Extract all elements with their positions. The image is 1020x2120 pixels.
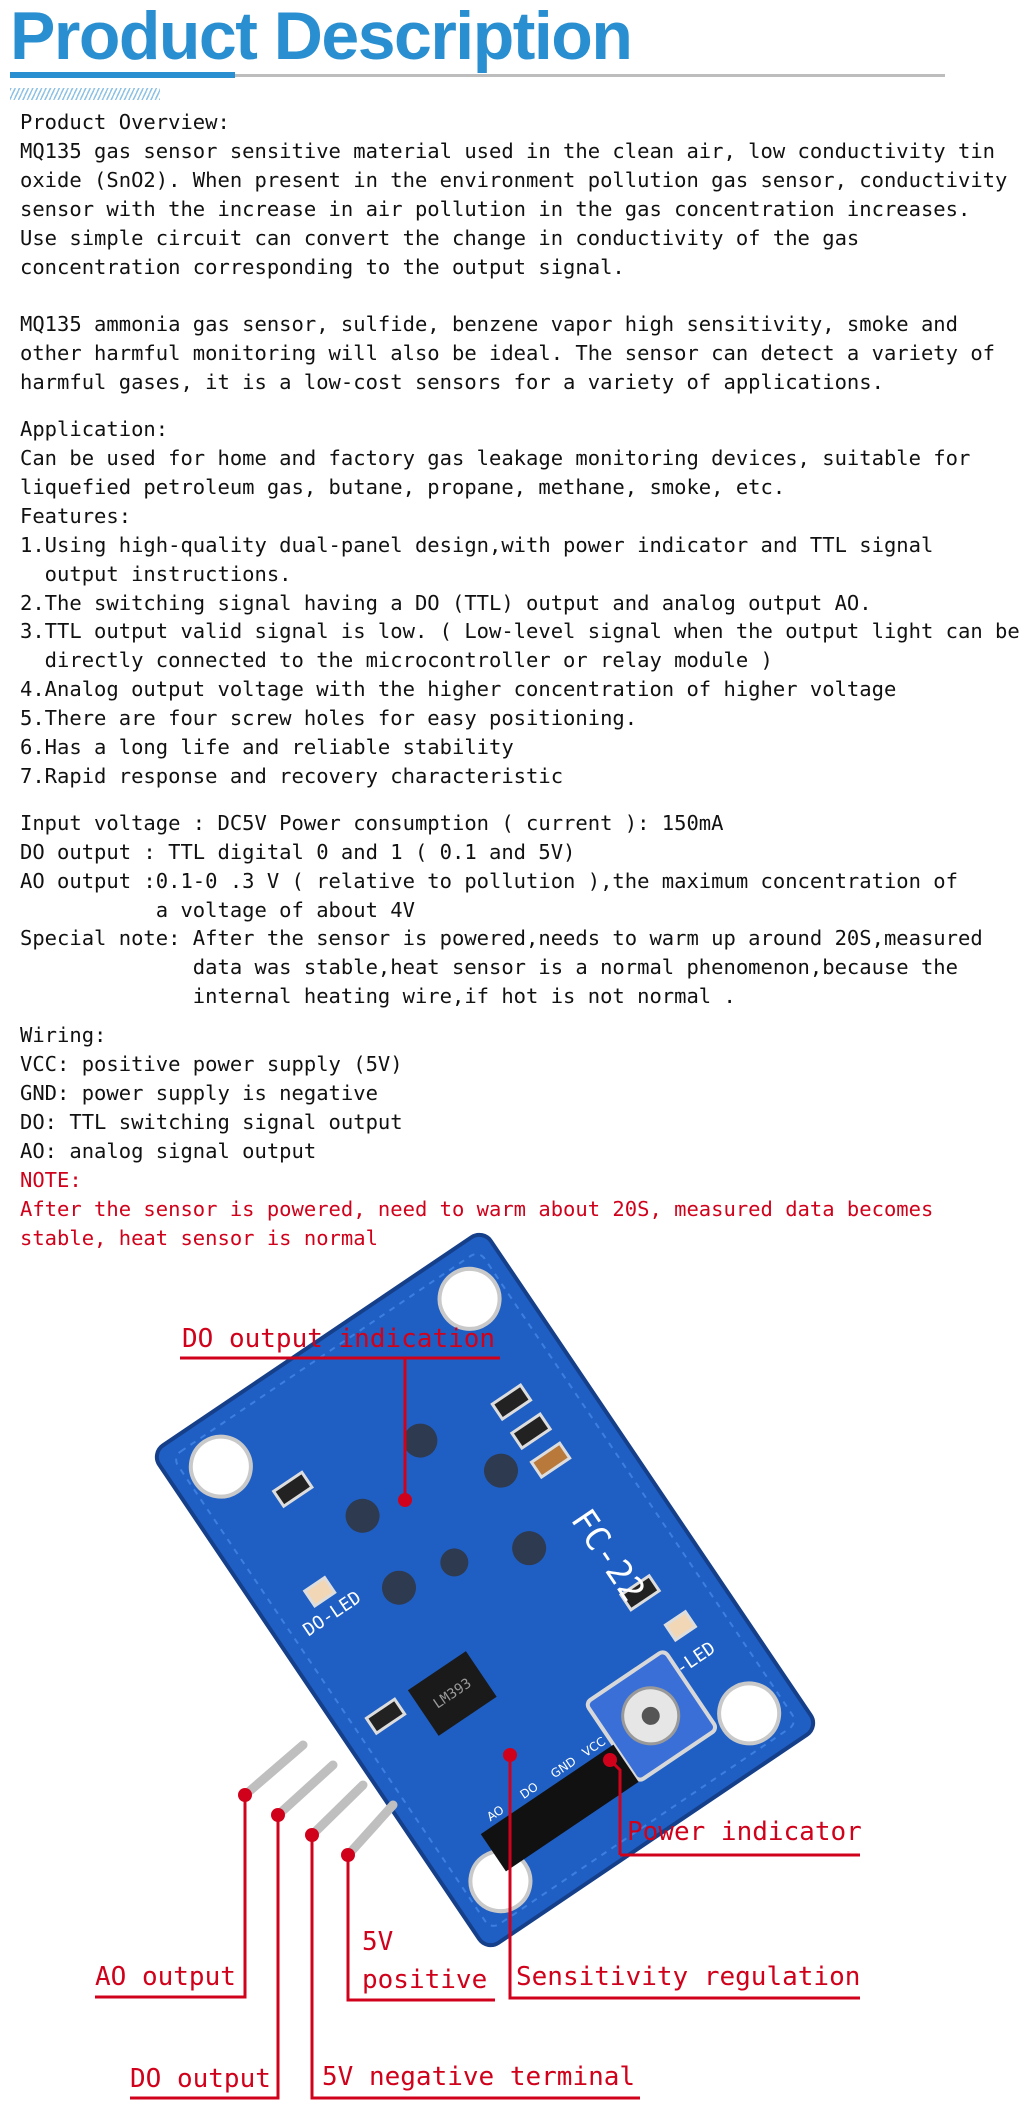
application-line: liquefied petroleum gas, butane, propane… xyxy=(20,474,786,499)
sensor-pad xyxy=(345,1498,380,1533)
blank-line xyxy=(20,281,995,310)
feature-line: 4.Analog output voltage with the higher … xyxy=(20,677,897,702)
overview-line: oxide (SnO2). When present in the enviro… xyxy=(20,167,1008,192)
sensor-pad xyxy=(440,1548,469,1577)
spec-line: Input voltage : DC5V Power consumption (… xyxy=(20,810,724,835)
wiring-heading: Wiring: xyxy=(20,1023,107,1048)
feature-line: directly connected to the microcontrolle… xyxy=(20,648,773,673)
wiring-line: DO: TTL switching signal output xyxy=(20,1109,403,1134)
spec-line: data was stable,heat sensor is a normal … xyxy=(20,955,958,980)
feature-line: 5.There are four screw holes for easy po… xyxy=(20,706,638,731)
header-pins xyxy=(240,1740,398,1860)
overview-line: MQ135 ammonia gas sensor, sulfide, benze… xyxy=(20,312,958,337)
mounting-hole xyxy=(717,1681,782,1746)
wiring-line: VCC: positive power supply (5V) xyxy=(20,1052,403,1077)
smd-resistor xyxy=(364,1697,407,1736)
page-title: Product Description xyxy=(10,0,633,74)
comparator-chip xyxy=(407,1651,497,1736)
decorative-hatch xyxy=(10,88,160,100)
callout-sensitivity xyxy=(508,1755,860,2000)
callout-lines xyxy=(95,1356,860,2100)
sensor-pad xyxy=(403,1423,438,1458)
callout-5v-pos xyxy=(346,1855,495,2002)
sensor-module-diagram: LM393 DO-LED PWR-LED FC-22 AO DO GND VCC xyxy=(95,1232,862,2100)
dot-vcc xyxy=(341,1848,355,1862)
smd-capacitor xyxy=(529,1441,572,1480)
smd-resistor xyxy=(271,1470,315,1509)
label-power-indicator: Power indicator xyxy=(627,1817,862,1847)
label-sensitivity: Sensitivity regulation xyxy=(516,1962,860,1992)
overview-line: other harmful monitoring will also be id… xyxy=(20,341,996,366)
title-accent-bar xyxy=(10,72,235,78)
spec-line: internal heating wire,if hot is not norm… xyxy=(20,984,736,1009)
smd-resistor xyxy=(509,1412,553,1451)
feature-line: 6.Has a long life and reliable stability xyxy=(20,735,514,760)
feature-line: 7.Rapid response and recovery characteri… xyxy=(20,763,564,788)
callout-do-out xyxy=(130,1815,280,2100)
note-line: After the sensor is powered, need to war… xyxy=(20,1196,934,1221)
pin-gnd xyxy=(307,1780,368,1840)
dot-do-indication xyxy=(398,1493,412,1507)
dot-sensitivity xyxy=(503,1748,517,1762)
callout-ao xyxy=(95,1795,247,1999)
sensor-pad xyxy=(512,1531,547,1566)
do-led xyxy=(302,1575,337,1608)
pin-do xyxy=(273,1760,338,1820)
callout-dots xyxy=(238,1493,617,1862)
dot-ao xyxy=(238,1788,252,1802)
pin-header xyxy=(480,1744,639,1872)
label-5v-negative: 5V negative terminal xyxy=(322,2062,635,2092)
overview-line: MQ135 gas sensor sensitive material used… xyxy=(20,138,996,163)
description-text: Product Overview: MQ135 gas sensor sensi… xyxy=(20,108,1020,1252)
wiring-line: GND: power supply is negative xyxy=(20,1081,378,1105)
title-underline xyxy=(10,74,945,77)
overview-line: Use simple circuit can convert the chang… xyxy=(20,225,860,250)
feature-line: output instructions. xyxy=(20,561,292,586)
label-5v: 5V xyxy=(362,1927,393,1957)
feature-line: 3.TTL output valid signal is low. ( Low-… xyxy=(20,619,1020,644)
spec-line: DO output : TTL digital 0 and 1 ( 0.1 an… xyxy=(20,839,576,864)
pcb-texture xyxy=(175,1253,795,1927)
feature-line: 2.The switching signal having a DO (TTL)… xyxy=(20,590,872,615)
feature-line: 1.Using high-quality dual-panel design,w… xyxy=(20,532,934,557)
pin-vcc xyxy=(343,1800,398,1860)
application-heading: Application: xyxy=(20,417,169,442)
wiring-line: AO: analog signal output xyxy=(20,1138,317,1163)
dot-gnd xyxy=(305,1828,319,1842)
features-heading: Features: xyxy=(20,503,132,528)
sensor-board: LM393 DO-LED PWR-LED FC-22 AO DO GND VCC xyxy=(154,1232,816,1948)
overview-line: concentration corresponding to the outpu… xyxy=(20,254,625,279)
smd-resistor xyxy=(490,1383,533,1422)
label-do-output: DO output xyxy=(130,2064,271,2094)
overview-line: harmful gases, it is a low-cost sensors … xyxy=(20,370,884,395)
label-positive: positive xyxy=(362,1965,487,1995)
spec-line: AO output :0.1-0 .3 V ( relative to poll… xyxy=(20,868,958,893)
note-line: stable, heat sensor is normal xyxy=(20,1225,378,1250)
mounting-hole xyxy=(437,1266,502,1331)
overview-heading: Product Overview: xyxy=(20,110,230,134)
dot-power xyxy=(603,1753,617,1767)
sensor-pad xyxy=(483,1453,518,1488)
spec-line: Special note: After the sensor is powere… xyxy=(20,926,983,951)
pin-ao xyxy=(240,1740,308,1800)
potentiometer-screw xyxy=(641,1706,660,1725)
sensor-pad xyxy=(382,1570,417,1605)
label-do-indication: DO output indication xyxy=(182,1324,495,1354)
smd-resistor xyxy=(618,1573,662,1612)
note-heading: NOTE: xyxy=(20,1167,82,1192)
dot-do xyxy=(271,1808,285,1822)
spec-line: a voltage of about 4V xyxy=(20,897,415,922)
mounting-hole xyxy=(468,1849,533,1914)
pwr-led xyxy=(663,1609,698,1643)
callout-5v-neg xyxy=(310,1835,640,2100)
label-ao-output: AO output xyxy=(95,1962,236,1992)
application-line: Can be used for home and factory gas lea… xyxy=(20,445,971,470)
mounting-hole xyxy=(188,1434,253,1499)
overview-line: sensor with the increase in air pollutio… xyxy=(20,196,971,221)
